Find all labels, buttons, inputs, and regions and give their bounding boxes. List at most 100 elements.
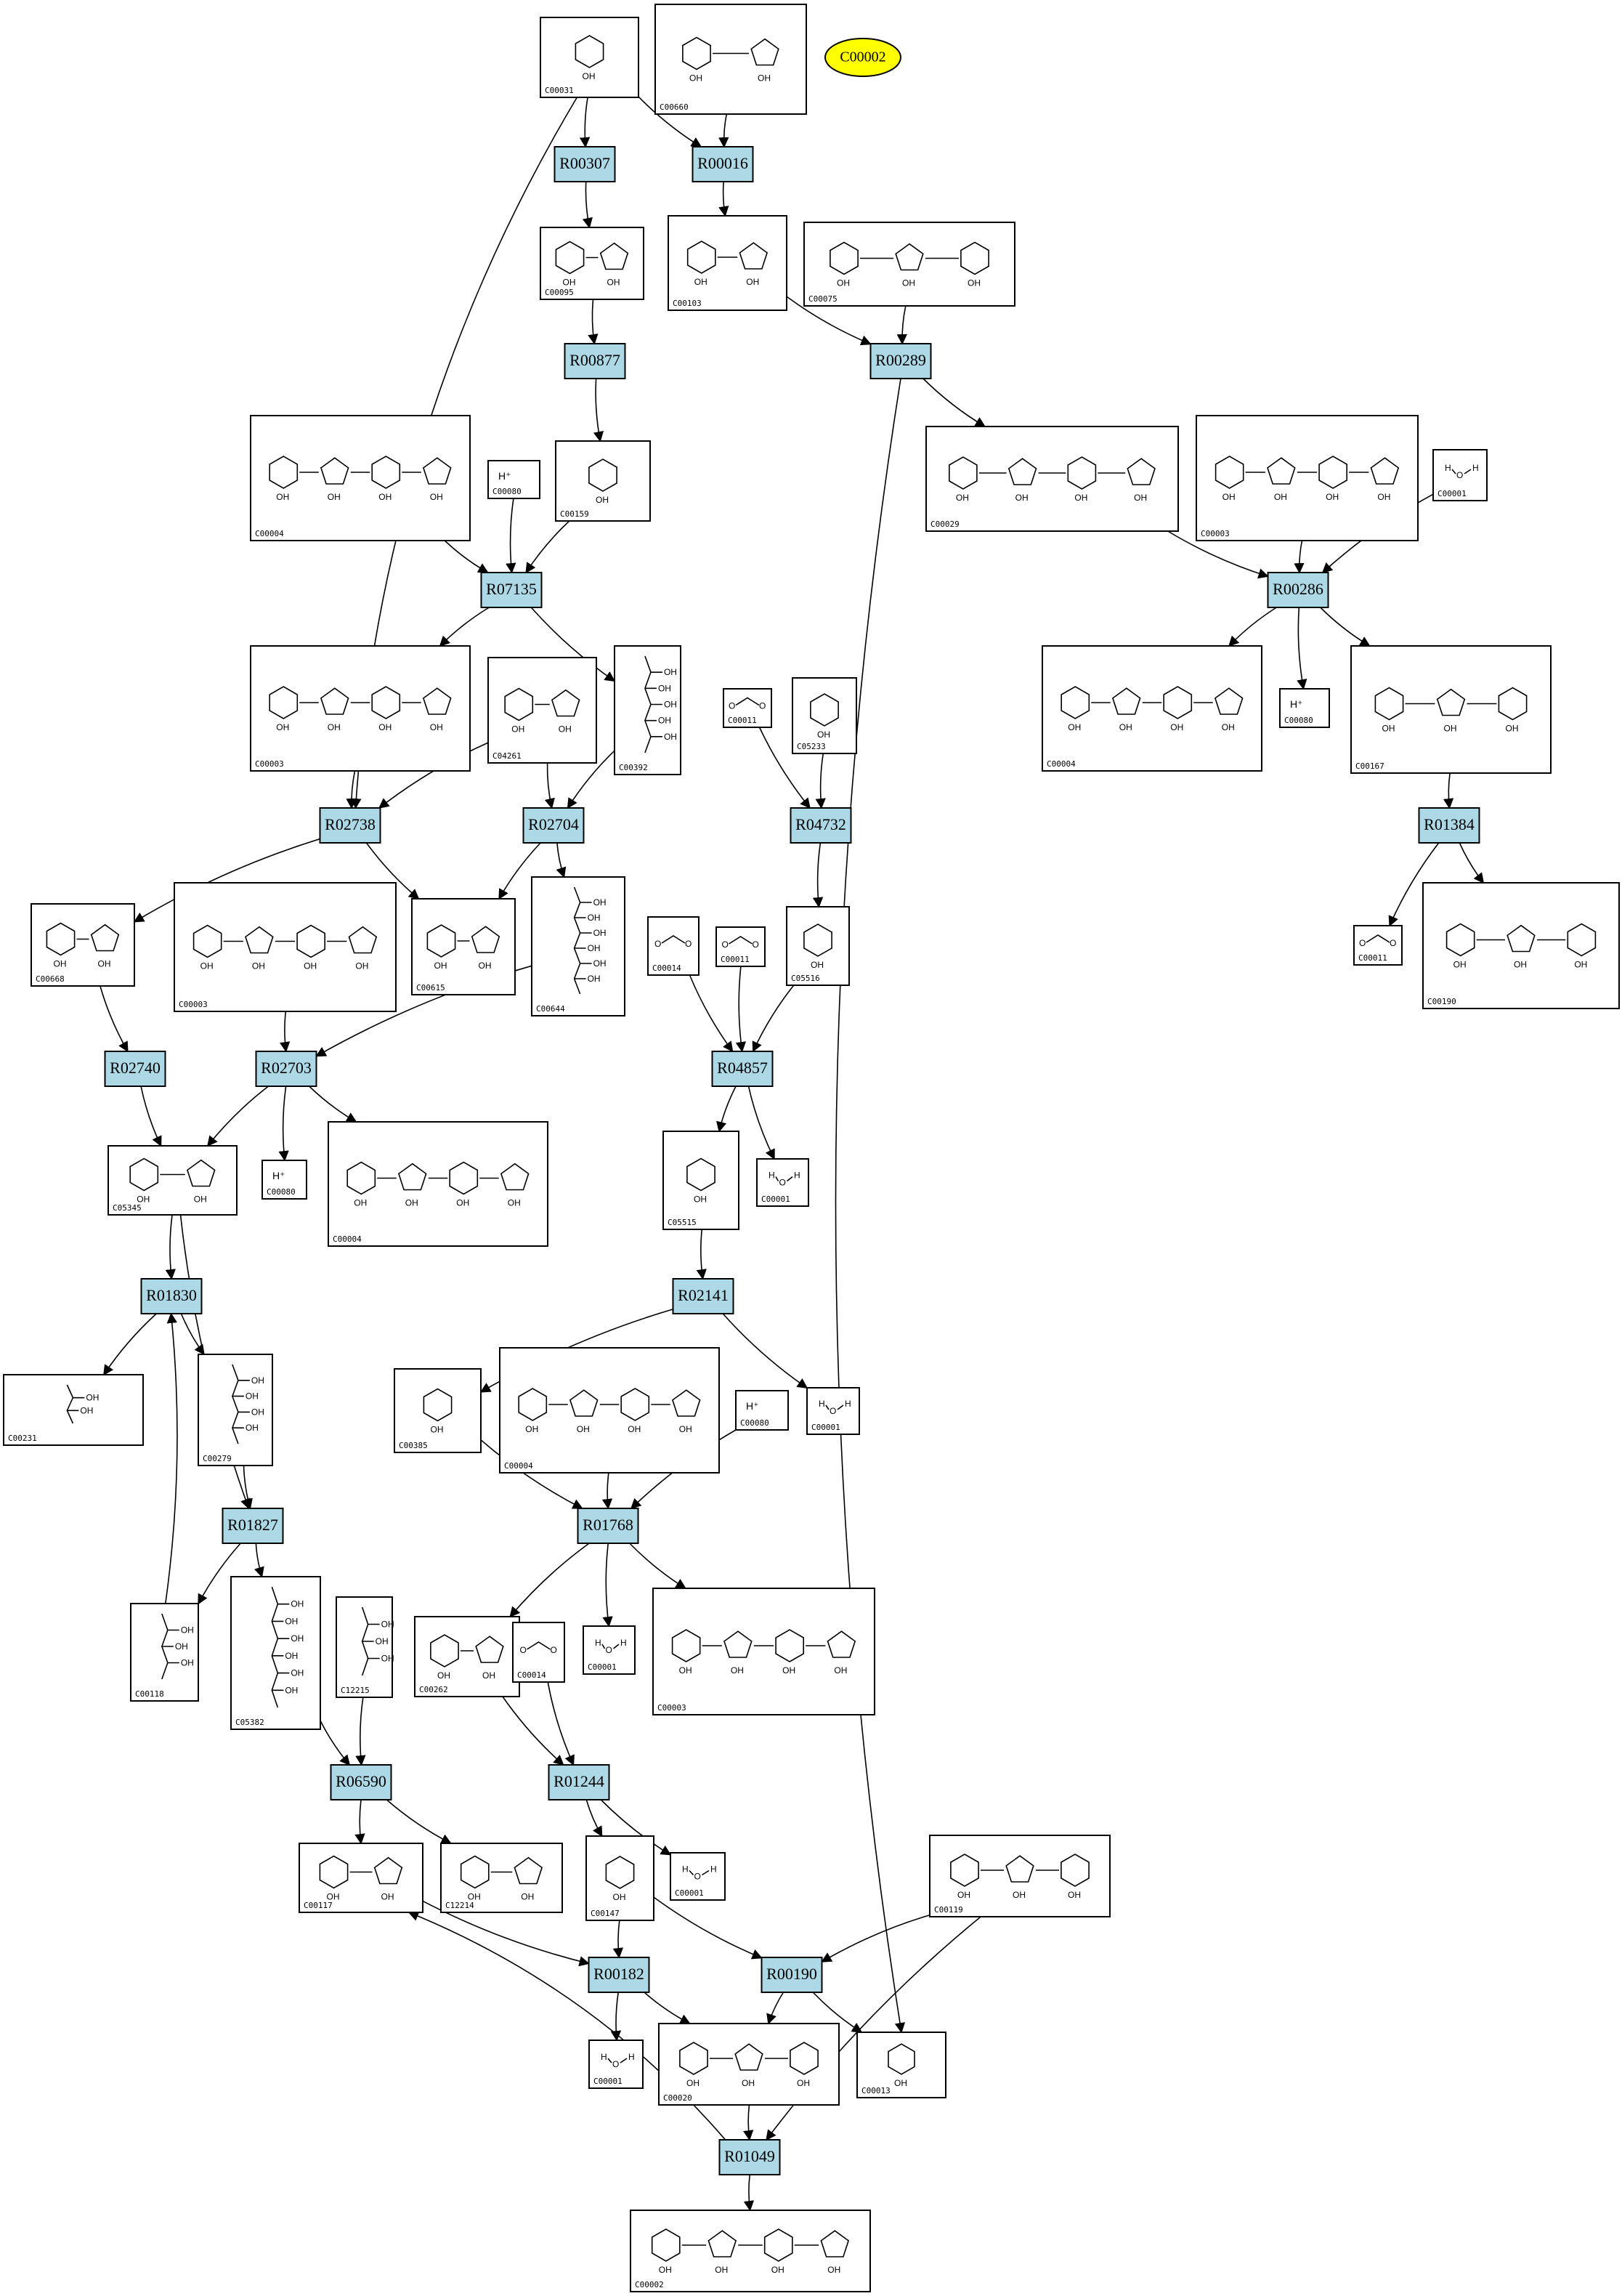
compound-box bbox=[668, 215, 787, 311]
reaction-id-label: R02704 bbox=[528, 815, 579, 833]
compound-id-label: C00029 bbox=[930, 520, 960, 529]
reaction-node[interactable]: R00286 bbox=[1267, 572, 1329, 608]
reaction-node[interactable]: R00190 bbox=[761, 1957, 823, 1993]
highlight-ellipse[interactable] bbox=[824, 38, 901, 77]
compound-node[interactable]: H⁺C00080 bbox=[1279, 688, 1330, 728]
reaction-node[interactable]: R02740 bbox=[104, 1051, 166, 1087]
compound-id-label: C00004 bbox=[504, 1461, 533, 1471]
reaction-node[interactable]: R01830 bbox=[140, 1278, 203, 1314]
compound-id-label: C00615 bbox=[416, 983, 445, 993]
reaction-node[interactable]: R00289 bbox=[869, 343, 932, 379]
compound-node[interactable]: H⁺C00080 bbox=[735, 1390, 789, 1431]
ring-shape bbox=[588, 458, 617, 492]
reaction-node[interactable]: R00016 bbox=[692, 146, 754, 182]
reaction-node[interactable]: R00182 bbox=[588, 1957, 650, 1993]
reaction-node[interactable]: R01384 bbox=[1418, 807, 1480, 844]
compound-box bbox=[786, 906, 850, 986]
reaction-box bbox=[104, 1051, 166, 1087]
compound-id-label: C00080 bbox=[740, 1418, 769, 1428]
reaction-box bbox=[1267, 572, 1329, 608]
reaction-node[interactable]: R04732 bbox=[790, 807, 852, 844]
atom-label: H bbox=[794, 1171, 800, 1181]
reaction-node[interactable]: R02141 bbox=[672, 1278, 734, 1314]
reaction-node[interactable]: R02704 bbox=[522, 807, 585, 844]
reaction-node[interactable]: R01244 bbox=[548, 1764, 610, 1800]
atom-label: OH bbox=[559, 724, 572, 735]
structure-drawing: HOH bbox=[601, 2052, 635, 2069]
reaction-node[interactable]: R02703 bbox=[255, 1051, 317, 1087]
atom-label: O bbox=[722, 939, 729, 950]
reaction-node[interactable]: R02738 bbox=[319, 807, 381, 844]
edge-arrow bbox=[588, 299, 599, 345]
reaction-node[interactable]: R00307 bbox=[553, 146, 616, 182]
atom-label: OH bbox=[593, 928, 607, 938]
compound-node[interactable]: H⁺C00080 bbox=[261, 1160, 307, 1200]
reaction-node[interactable]: R01049 bbox=[718, 2139, 781, 2175]
reaction-node[interactable]: R01768 bbox=[577, 1508, 639, 1544]
reaction-node[interactable]: R07135 bbox=[480, 572, 543, 608]
ring-shape bbox=[763, 2228, 793, 2262]
reaction-node[interactable]: R01827 bbox=[222, 1508, 284, 1544]
reaction-node[interactable]: R00877 bbox=[564, 343, 626, 379]
reaction-node[interactable]: R06590 bbox=[330, 1764, 392, 1800]
compound-node[interactable]: H⁺C00080 bbox=[487, 460, 540, 499]
ring-shape bbox=[1005, 1855, 1034, 1883]
reaction-node[interactable]: R04857 bbox=[711, 1051, 774, 1087]
highlight-layer: C00002 bbox=[824, 38, 901, 77]
ring-shape bbox=[504, 687, 534, 721]
